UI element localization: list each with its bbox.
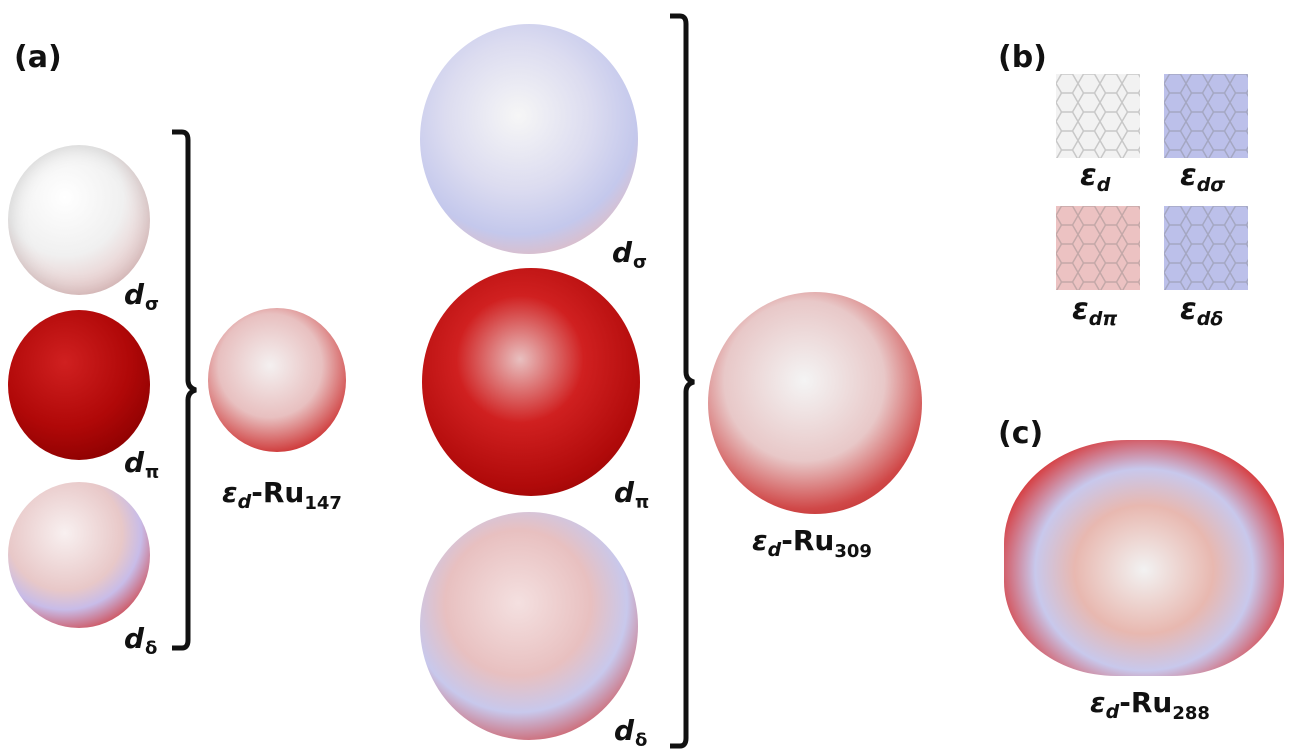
legend-swatch-eps-d: [1056, 74, 1140, 158]
ru309-d-delta-cluster: [420, 512, 638, 740]
ru309-d-sigma-cluster: [420, 24, 638, 254]
ru147-d-pi-label: dπ: [124, 446, 160, 483]
legend-label-eps-d-pi: εdπ: [1072, 292, 1118, 330]
ru309-bracket: [670, 13, 695, 749]
legend-swatch-eps-d-sigma: [1164, 74, 1248, 158]
ru147-d-delta-cluster: [8, 482, 150, 628]
panel-c-label: (c): [998, 416, 1044, 451]
ru309-eps-d-label: εd-Ru309: [752, 524, 872, 562]
ru288-eps-d-cluster: [1004, 440, 1284, 676]
panel-b-label: (b): [998, 40, 1047, 75]
ru147-d-sigma-cluster: [8, 145, 150, 295]
ru147-eps-d-cluster: [208, 308, 346, 452]
ru147-eps-d-label: εd-Ru147: [222, 476, 342, 514]
legend-swatch-eps-d-delta: [1164, 206, 1248, 290]
ru147-d-pi-cluster: [8, 310, 150, 460]
legend-label-eps-d: εd: [1080, 158, 1111, 196]
ru147-d-sigma-label: dσ: [124, 278, 160, 315]
ru147-bracket: [172, 129, 197, 651]
panel-a-label: (a): [14, 40, 62, 75]
ru147-d-delta-label: dδ: [124, 622, 158, 659]
legend-label-eps-d-sigma: εdσ: [1180, 158, 1226, 196]
ru309-d-pi-label: dπ: [614, 476, 650, 513]
ru309-eps-d-cluster: [708, 292, 922, 514]
legend-label-eps-d-delta: εdδ: [1180, 292, 1224, 330]
legend-swatch-eps-d-pi: [1056, 206, 1140, 290]
ru309-d-sigma-label: dσ: [612, 236, 648, 273]
ru288-eps-d-label: εd-Ru288: [1090, 686, 1210, 724]
ru309-d-pi-cluster: [422, 268, 640, 496]
ru309-d-delta-label: dδ: [614, 714, 648, 751]
